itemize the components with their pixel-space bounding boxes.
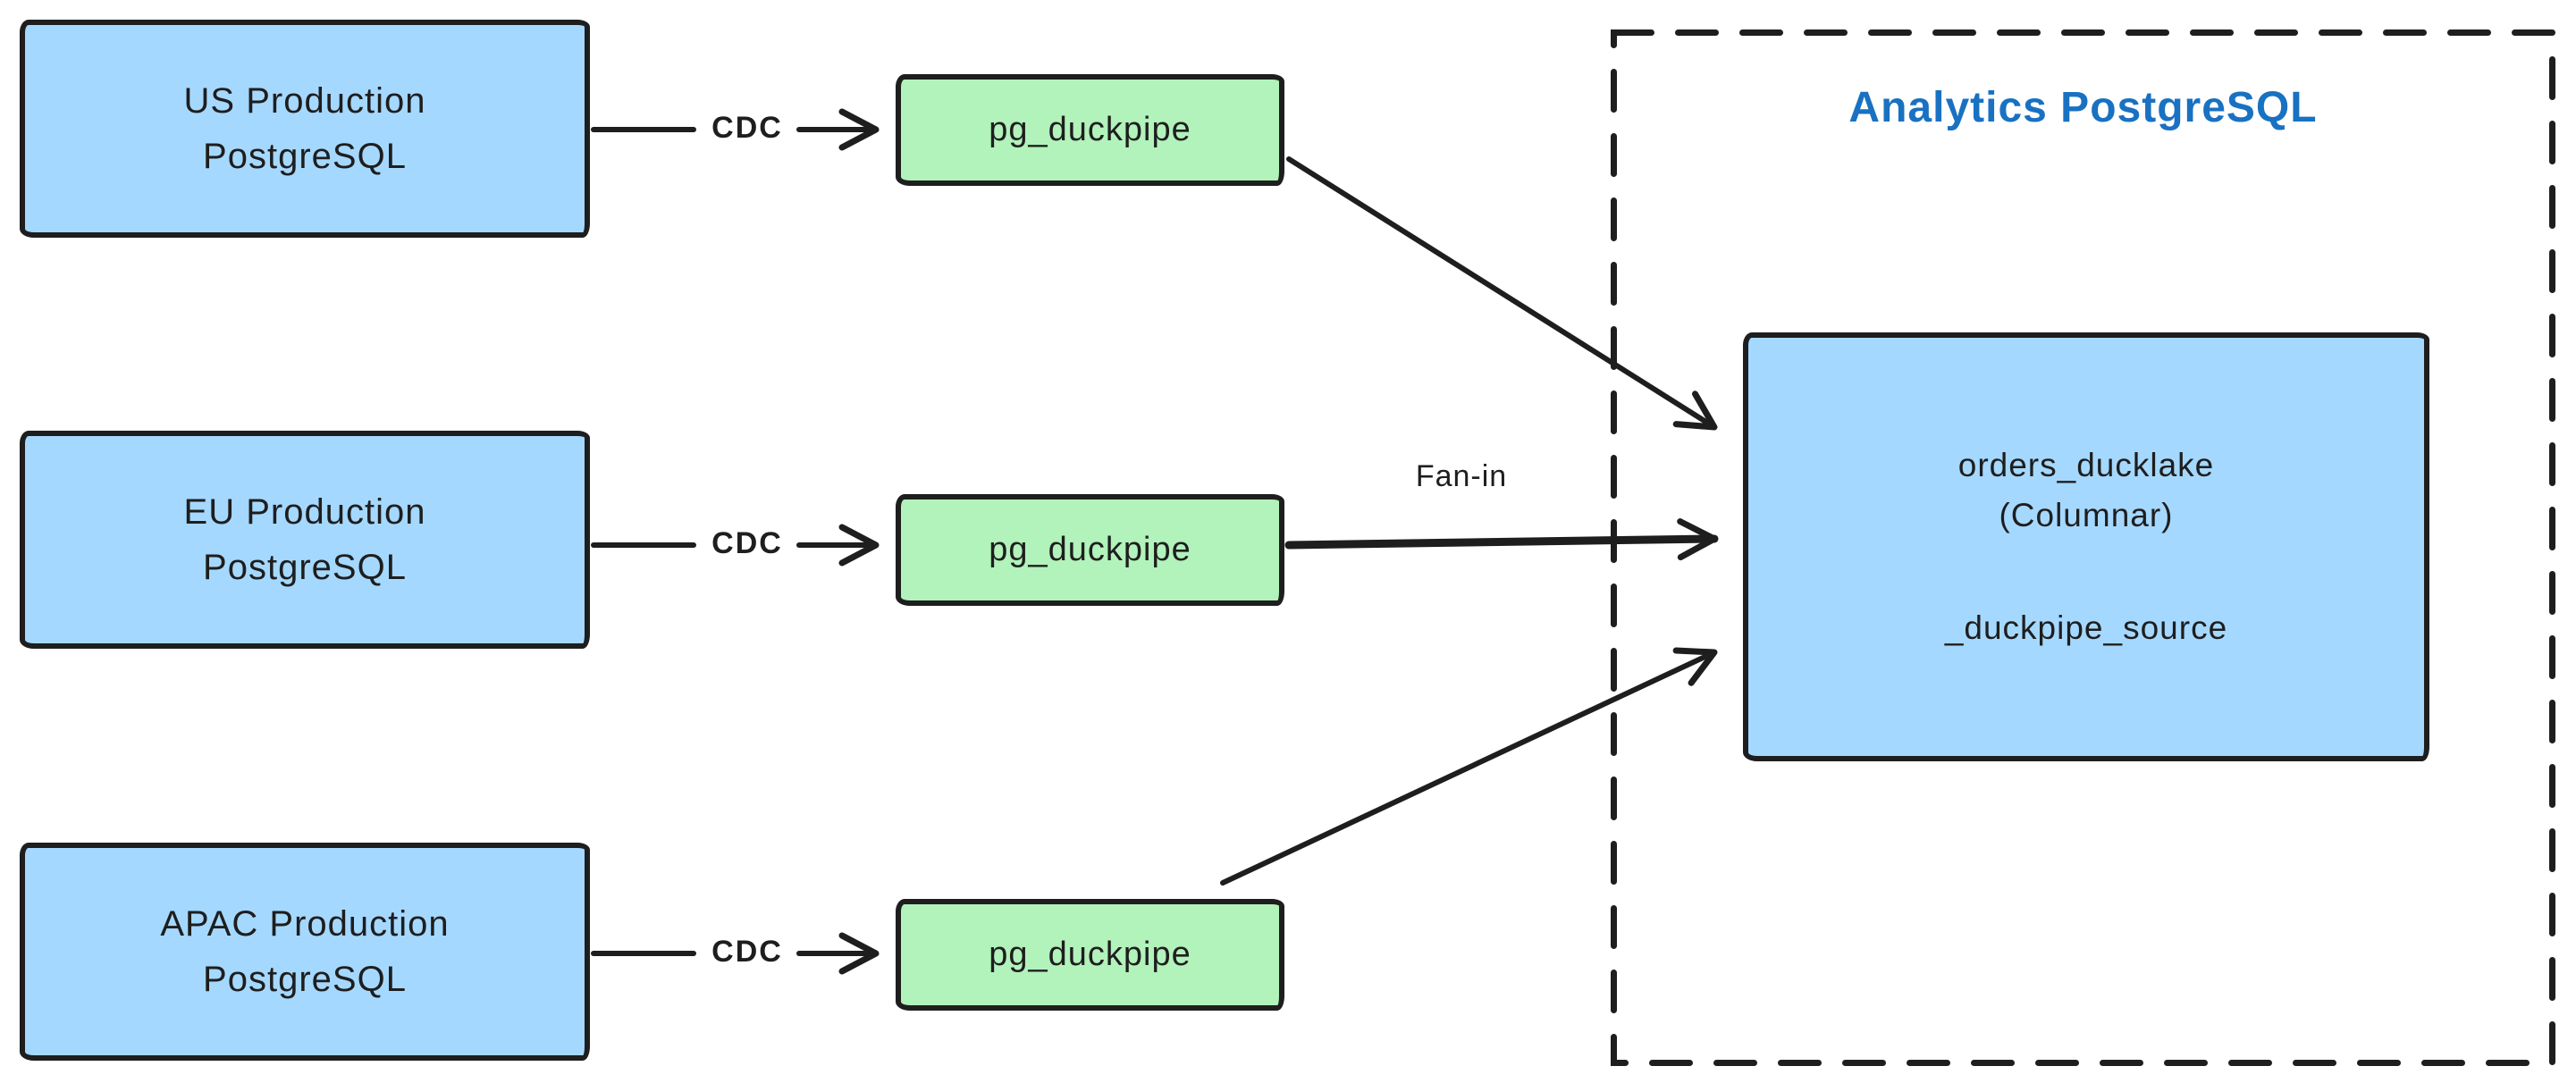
orders-ducklake-box: orders_ducklake (Columnar) _duckpipe_sou… (1743, 332, 2429, 761)
lake-box-source-column: _duckpipe_source (1944, 609, 2228, 646)
analytics-postgresql-container: Analytics PostgreSQL (1611, 29, 2555, 1066)
lake-box-table-name: orders_ducklake (1957, 447, 2215, 483)
source-box-label-line2: PostgreSQL (203, 960, 407, 999)
lake-box-table-type: (Columnar) (1999, 497, 2174, 533)
source-box-eu-production: EU Production PostgreSQL (20, 431, 590, 649)
pipe-box-label: pg_duckpipe (989, 111, 1191, 148)
fan-in-label: Fan-in (1415, 459, 1508, 493)
pipe-box-label: pg_duckpipe (989, 936, 1191, 973)
source-box-us-production: US Production PostgreSQL (20, 20, 590, 238)
pipe-box-us: pg_duckpipe (896, 74, 1284, 186)
source-box-label-line1: EU Production (183, 492, 426, 532)
analytics-container-title: Analytics PostgreSQL (1848, 84, 2318, 131)
pipe-box-label: pg_duckpipe (989, 531, 1191, 568)
cdc-label-us: CDC (711, 111, 783, 145)
source-box-label-line2: PostgreSQL (203, 137, 407, 176)
source-box-label-line1: US Production (183, 81, 426, 121)
source-box-apac-production: APAC Production PostgreSQL (20, 843, 590, 1061)
cdc-label-eu: CDC (711, 526, 783, 560)
cdc-label-apac: CDC (711, 935, 783, 969)
source-box-label-line1: APAC Production (160, 904, 450, 944)
pipe-box-apac: pg_duckpipe (896, 899, 1284, 1011)
source-box-label-line2: PostgreSQL (203, 548, 407, 587)
pipe-box-eu: pg_duckpipe (896, 494, 1284, 606)
